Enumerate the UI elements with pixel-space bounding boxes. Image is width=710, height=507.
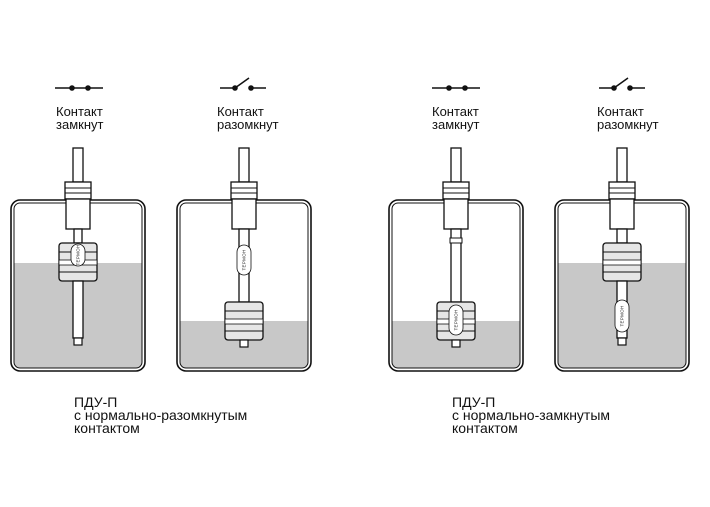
contact-state-label: Контакт [217,104,264,119]
tank-unit-2: Контакт разомкнут ТЕРМОН [176,77,312,372]
tank-unit-1: Контакт замкнут ТЕРМОН [10,85,146,372]
svg-text:ТЕРМОН: ТЕРМОН [620,306,625,327]
brand-mark: ТЕРМОН [236,244,252,276]
caption-normally-closed: ПДУ-П с нормально-замкнутым контактом [452,394,610,436]
level-sensor: ТЕРМОН [58,147,98,346]
caption-normally-open: ПДУ-П с нормально-разомкнутым контактом [74,394,247,436]
level-sensor: ТЕРМОН [224,147,264,348]
brand-mark: ТЕРМОН [448,304,464,336]
contact-state-label: Контакт [56,104,103,119]
tank-unit-4: Контакт разомкнут ТЕРМОН [554,77,690,372]
caption-line: с нормально-разомкнутым [74,407,247,423]
switch-symbol-open [599,77,645,91]
svg-text:ТЕРМОН: ТЕРМОН [76,245,81,266]
caption-line: контактом [452,420,518,436]
switch-symbol-closed [55,85,103,91]
switch-symbol-open [220,77,266,91]
caption-line: контактом [74,420,140,436]
svg-text:ТЕРМОН: ТЕРМОН [454,310,459,331]
brand-mark: ТЕРМОН [70,243,86,267]
svg-text:ТЕРМОН: ТЕРМОН [242,250,247,271]
brand-mark: ТЕРМОН [614,299,630,333]
caption-line: с нормально-замкнутым [452,407,610,423]
tank-unit-3: Контакт замкнут ТЕРМОН [388,85,524,372]
contact-state-label: разомкнут [217,117,279,132]
float [602,242,642,282]
contact-state-label: замкнут [56,117,103,132]
switch-symbol-closed [432,85,480,91]
contact-state-label: Контакт [597,104,644,119]
contact-state-label: разомкнут [597,117,659,132]
contact-state-label: замкнут [432,117,479,132]
contact-state-label: Контакт [432,104,479,119]
caption-title: ПДУ-П [452,394,495,410]
float [224,301,264,341]
level-sensor: ТЕРМОН [436,147,476,348]
level-sensor: ТЕРМОН [602,147,642,346]
caption-title: ПДУ-П [74,394,117,410]
